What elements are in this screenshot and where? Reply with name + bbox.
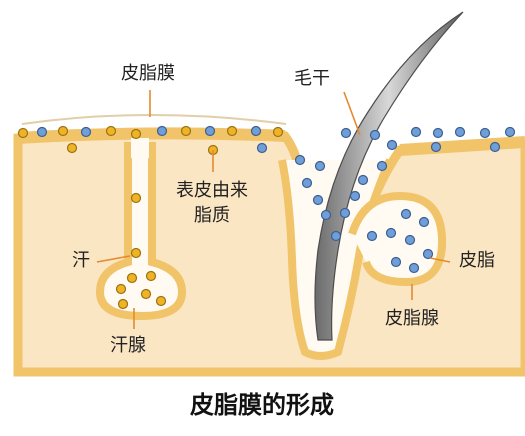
lipid-dot [479, 127, 491, 139]
lipid-dot [272, 126, 284, 138]
lipid-dot [386, 139, 398, 151]
lipid-dot [130, 128, 142, 140]
label-sebaceous-gland: 皮脂腺 [385, 308, 439, 329]
lipid-dot [204, 125, 216, 137]
lipid-dot [489, 141, 501, 153]
lipid-dot [422, 248, 434, 260]
lipid-dot [57, 125, 69, 137]
skin-layer [13, 127, 525, 377]
lipid-dot [385, 227, 397, 239]
sebum-film-bracket [21, 90, 287, 125]
sebaceous-gland [348, 191, 447, 287]
label-epidermal-lipid-line2: 脂质 [194, 205, 230, 226]
lipid-dot [117, 298, 129, 310]
lipid-dot [115, 283, 127, 295]
lipid-dot [66, 142, 78, 154]
lipid-dot [105, 125, 117, 137]
lipid-dot [400, 208, 412, 220]
lipid-dot [330, 230, 342, 242]
hair-shaft [314, 11, 464, 341]
lipid-dot [339, 207, 351, 219]
lipid-dot [320, 209, 332, 221]
lipid-dot [130, 247, 142, 259]
label-hair-shaft: 毛干 [294, 68, 330, 89]
lipid-dot [156, 125, 168, 137]
leader-lines [96, 91, 451, 329]
lipid-dot [349, 190, 361, 202]
lipid-dot [130, 192, 142, 204]
lipid-dot [145, 270, 157, 282]
lipid-dot [80, 126, 92, 138]
lipid-dot [390, 256, 402, 268]
lipid-dot [408, 262, 420, 274]
caption: 皮脂膜的形成 [190, 391, 334, 419]
lipid-dot [155, 295, 167, 307]
lipid-dot [314, 160, 326, 172]
label-sebum-film: 皮脂膜 [121, 63, 175, 84]
lipid-dot [430, 141, 442, 153]
lipid-dot [226, 125, 238, 137]
lipid-dot [301, 177, 313, 189]
lipid-dot [454, 126, 466, 138]
lipid-dot [404, 234, 416, 246]
lipid-dot [256, 142, 268, 154]
lipid-dot [126, 272, 138, 284]
lipid-dot [432, 127, 444, 139]
lipid-dot [418, 216, 430, 228]
label-sweat: 汗 [72, 250, 90, 271]
lipid-dot [294, 154, 306, 166]
lipid-dot [369, 129, 381, 141]
labels: 皮脂膜 毛干 表皮由来 脂质 汗 皮脂 汗腺 皮脂腺 皮脂膜的形成 [72, 63, 495, 419]
lipid-dot [504, 126, 516, 138]
lipid-dot [312, 194, 324, 206]
sweat-gland [95, 138, 187, 321]
lipid-dot [376, 160, 388, 172]
lipid-dot [180, 125, 192, 137]
label-sweat-gland: 汗腺 [110, 335, 146, 356]
lipid-dot [140, 288, 152, 300]
lipid-dot [36, 126, 48, 138]
lipid-dot [366, 230, 378, 242]
lipid-dot [250, 125, 262, 137]
lipid-dot [340, 127, 352, 139]
lipid-dot [17, 127, 29, 139]
label-sebum: 皮脂 [459, 250, 495, 271]
sebum-dots [17, 125, 516, 310]
lipid-dot [357, 174, 369, 186]
lipid-dot [410, 126, 422, 138]
label-epidermal-lipid: 表皮由来 [176, 180, 248, 201]
